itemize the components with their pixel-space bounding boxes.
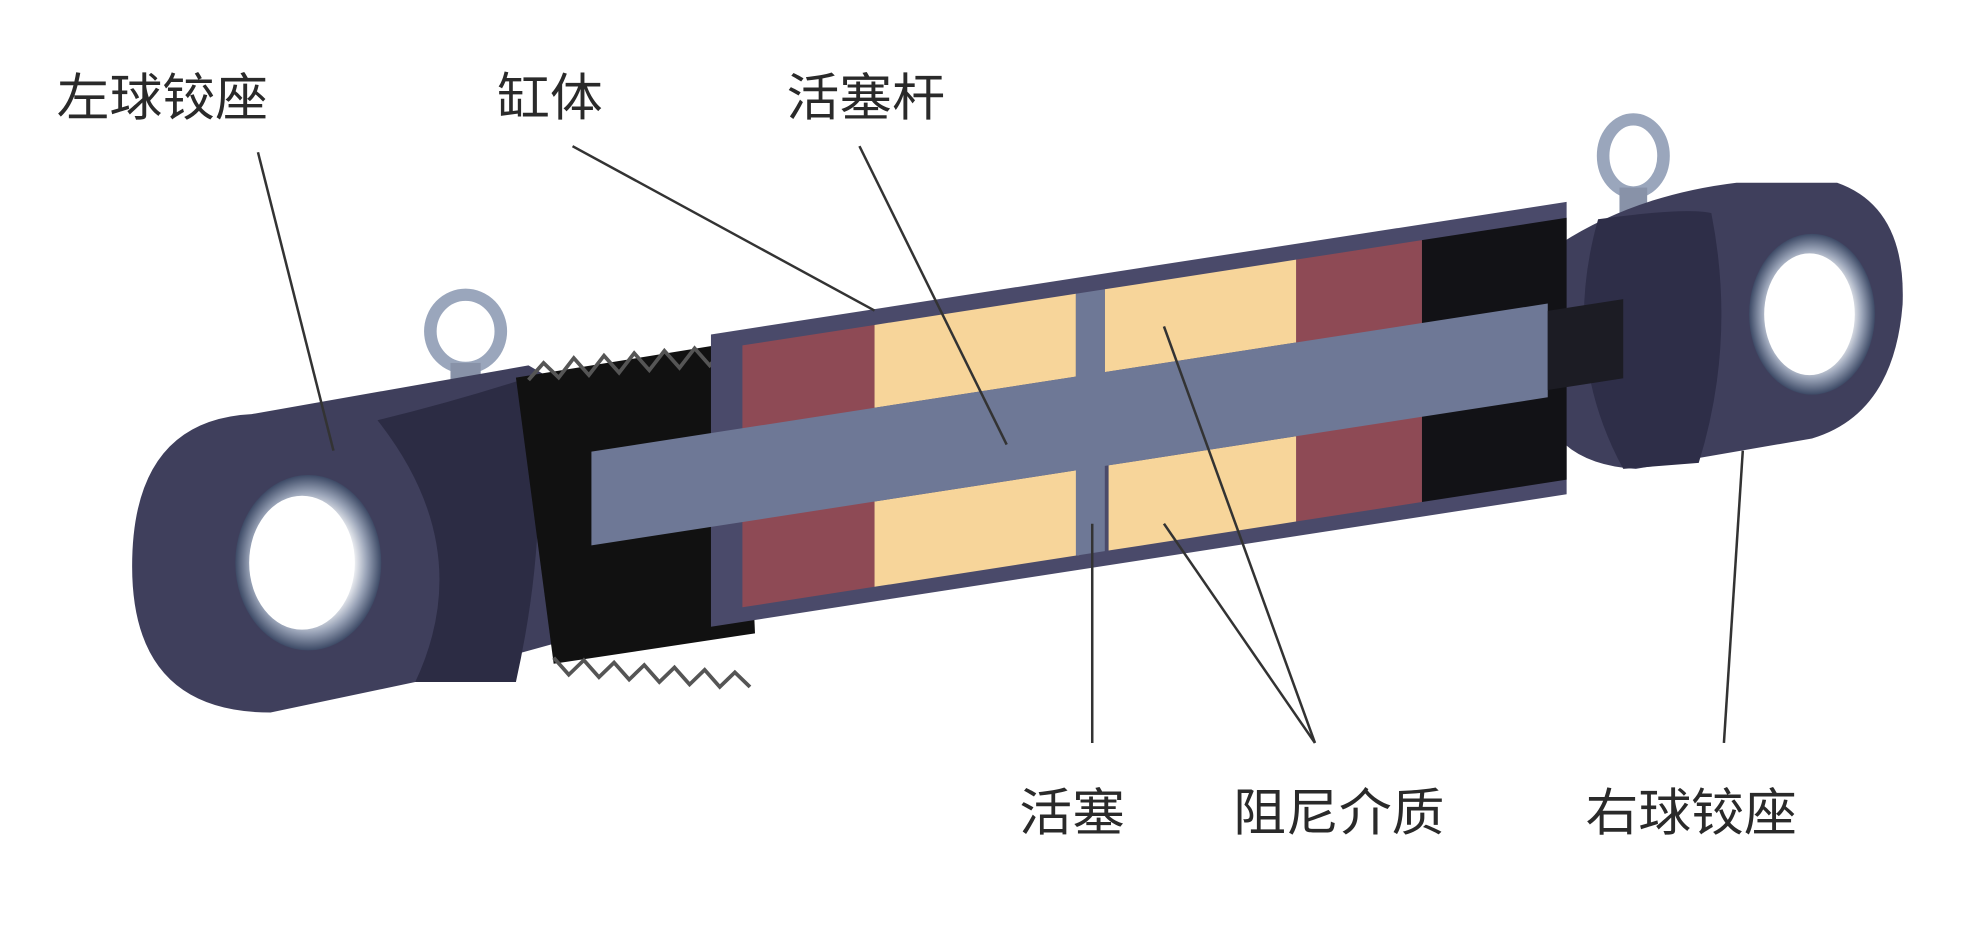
leader-left-seat <box>256 151 335 451</box>
left-ball-joint-seat-part <box>132 365 592 713</box>
label-damping-medium: 阻尼介质 <box>1233 784 1444 843</box>
piston-rod-part <box>591 303 1548 546</box>
right-ball-joint-seat-part <box>1535 182 1903 469</box>
leader-right-seat <box>1722 450 1745 744</box>
label-left-ball-joint-seat: 左球铰座 <box>57 69 268 128</box>
label-cylinder-body: 缸体 <box>497 69 603 128</box>
label-right-ball-joint-seat: 右球铰座 <box>1586 784 1797 843</box>
leader-medium-2 <box>1162 523 1317 744</box>
label-piston-rod: 活塞杆 <box>786 69 945 128</box>
cylinder-body-part <box>591 201 1624 627</box>
leader-cylinder <box>571 145 876 312</box>
leader-medium-1 <box>1162 326 1317 744</box>
leader-rod <box>858 145 1008 446</box>
label-piston: 活塞 <box>1019 784 1125 843</box>
